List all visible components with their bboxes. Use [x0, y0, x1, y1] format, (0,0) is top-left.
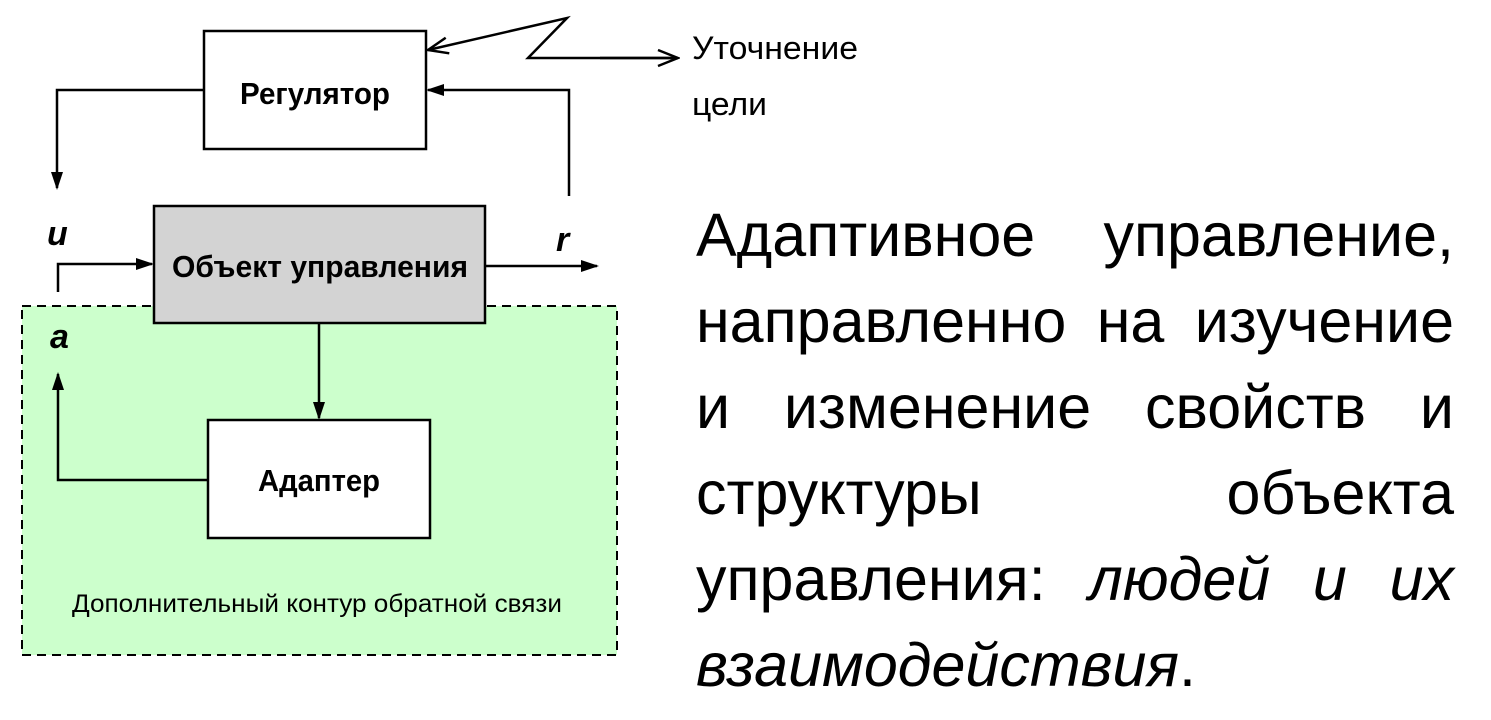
control-object-label: Объект управления — [172, 249, 468, 284]
signal-r-label: r — [556, 221, 571, 259]
description-emphasis: людей и их взаимодействия — [696, 545, 1454, 699]
feedback-zone-label: Дополнительный контур обратной связи — [72, 590, 562, 618]
adaptive-control-description: Адаптивное управление, направленно на из… — [696, 192, 1454, 708]
goal-note-line2: цели — [692, 86, 767, 122]
regulator-label: Регулятор — [240, 76, 390, 111]
adapter-label: Адаптер — [258, 463, 380, 498]
signal-a-label: a — [50, 318, 69, 356]
input-u-arrow — [56, 258, 154, 292]
description-lead: Адаптивное управление, направленно на из… — [696, 201, 1454, 613]
control-object-box — [152, 204, 487, 325]
regulator-output-arrow — [51, 88, 204, 190]
description-tail: . — [1179, 631, 1196, 699]
adapter-to-a-arrow — [52, 372, 208, 482]
goal-note-line1: Уточнение — [692, 30, 858, 66]
goal-refinement-arrow — [428, 15, 676, 60]
feedback-to-regulator-arrow — [426, 84, 571, 196]
signal-u-label: u — [47, 215, 68, 253]
